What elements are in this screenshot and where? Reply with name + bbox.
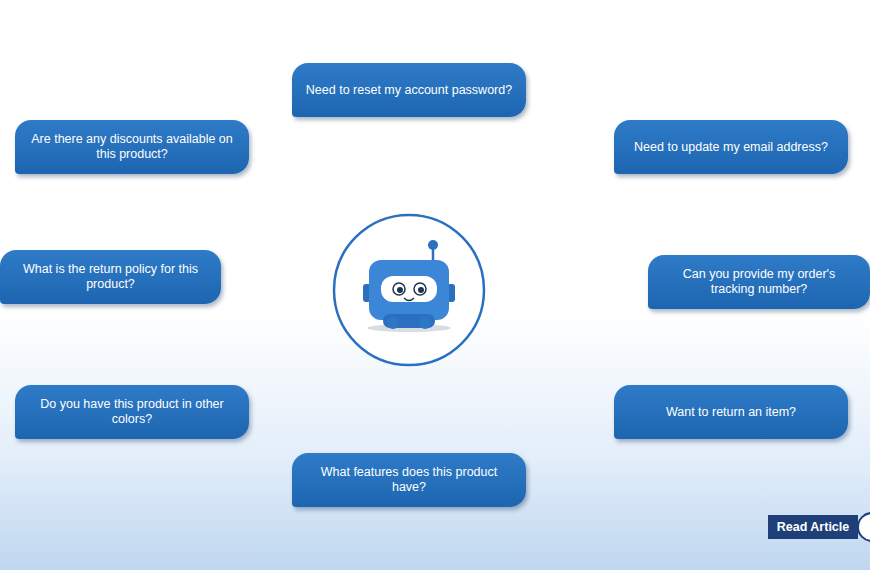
question-text: Do you have this product in other colors… <box>27 397 237 427</box>
button-text: Read Article <box>777 520 849 534</box>
question-bubble: Are there any discounts available on thi… <box>15 120 249 174</box>
question-bubble: What features does this product have? <box>292 453 526 507</box>
question-text: What features does this product have? <box>304 465 514 495</box>
center-circle <box>334 215 484 365</box>
question-bubble: Can you provide my order's tracking numb… <box>648 255 870 309</box>
question-text: Can you provide my order's tracking numb… <box>660 267 858 297</box>
question-text: Need to update my email address? <box>634 140 828 155</box>
read-article-button: Read Article <box>768 515 858 539</box>
question-bubble: Want to return an item? <box>614 385 848 439</box>
question-text: Want to return an item? <box>666 405 796 420</box>
question-text: What is the return policy for this produ… <box>12 262 209 292</box>
question-text: Are there any discounts available on thi… <box>27 132 237 162</box>
robot-icon <box>363 240 455 332</box>
question-bubble: What is the return policy for this produ… <box>0 250 221 304</box>
question-bubble: Need to reset my account password? <box>292 63 526 117</box>
question-text: Need to reset my account password? <box>306 83 512 98</box>
question-bubble: Need to update my email address? <box>614 120 848 174</box>
button-circle <box>858 513 870 541</box>
question-bubble: Do you have this product in other colors… <box>15 385 249 439</box>
